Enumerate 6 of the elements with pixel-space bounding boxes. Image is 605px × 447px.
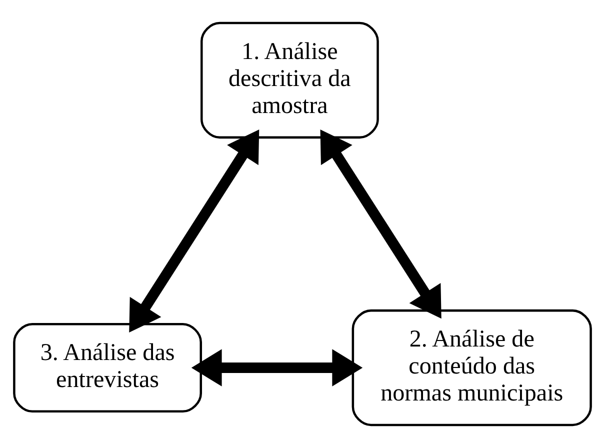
node-box: 1. Análise descritiva da amostra [200, 21, 379, 138]
node-box: 3. Análise das entrevistas [13, 322, 202, 412]
arrow [320, 128, 442, 318]
arrow [191, 348, 363, 386]
node-box: 2. Análise de conteúdo das normas municipais [352, 308, 592, 426]
arrow [129, 128, 260, 332]
